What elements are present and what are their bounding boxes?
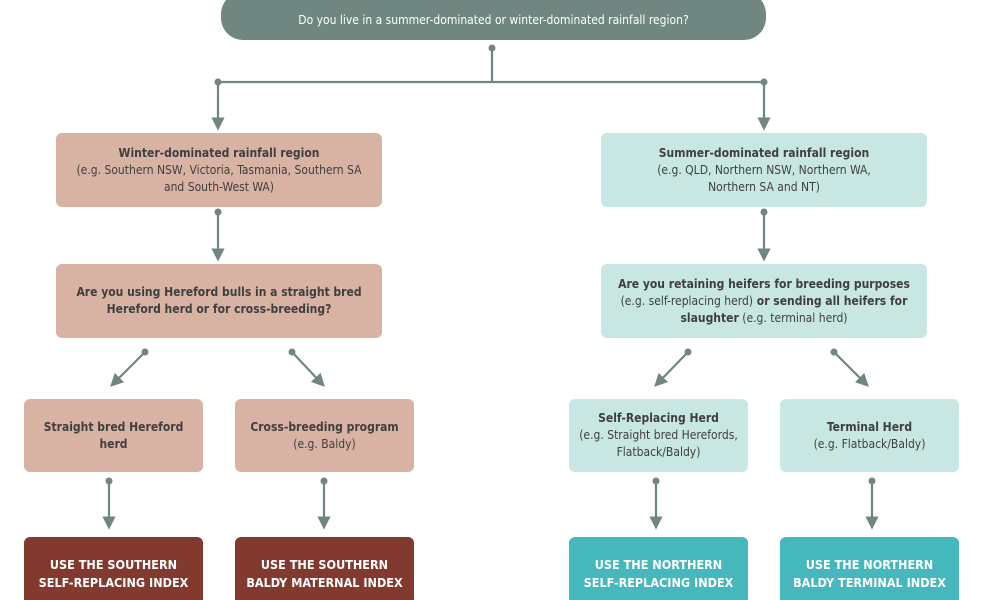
winter-question-box: Are you using Hereford bulls in a straig… bbox=[56, 264, 382, 338]
winter-question-text: Are you using Hereford bulls in a straig… bbox=[76, 285, 362, 299]
connector-dot bbox=[488, 44, 496, 52]
top-question-text: Do you live in a summer-dominated or win… bbox=[298, 12, 689, 27]
summer-question-line: Are you retaining heifers for breeding p… bbox=[618, 276, 910, 291]
connector-to-cross-breeding bbox=[291, 351, 325, 387]
southern-baldy-maternal-result: USE THE SOUTHERN BALDY MATERNAL INDEX bbox=[235, 537, 414, 600]
summer-question-bold: or sending all heifers for bbox=[753, 293, 908, 308]
connector-dot bbox=[760, 78, 768, 86]
connector-dot bbox=[830, 348, 838, 356]
summer-region-title: Summer-dominated rainfall region bbox=[658, 145, 870, 160]
self-replacing-title: Self-Replacing Herd bbox=[598, 411, 719, 425]
result-text: USE THE SOUTHERN bbox=[49, 557, 178, 572]
connector-dot bbox=[214, 78, 222, 86]
summer-region-box: Summer-dominated rainfall region (e.g. Q… bbox=[601, 133, 927, 207]
result-text: USE THE NORTHERN bbox=[594, 557, 723, 572]
connector-dot bbox=[760, 208, 768, 216]
top-question-box: Do you live in a summer-dominated or win… bbox=[221, 0, 766, 40]
southern-self-replacing-result: USE THE SOUTHERN SELF-REPLACING INDEX bbox=[24, 537, 203, 600]
result-text: BALDY MATERNAL INDEX bbox=[246, 575, 403, 590]
result-text: SELF-REPLACING INDEX bbox=[38, 575, 189, 590]
terminal-title: Terminal Herd bbox=[826, 419, 913, 434]
connector-dot bbox=[141, 348, 149, 356]
winter-region-example: and South-West WA) bbox=[163, 179, 275, 194]
summer-question-line: (e.g. self-replacing herd) or sending al… bbox=[621, 293, 908, 310]
connector-dot bbox=[105, 477, 113, 485]
summer-question-example: (e.g. self-replacing herd) bbox=[620, 293, 754, 308]
summer-question-example: (e.g. terminal herd) bbox=[738, 310, 848, 325]
connector-to-straight-bred bbox=[110, 351, 146, 387]
result-text: SELF-REPLACING INDEX bbox=[583, 575, 734, 590]
summer-region-example: (e.g. QLD, Northern NSW, Northern WA, bbox=[657, 162, 871, 177]
result-text: BALDY TERMINAL INDEX bbox=[793, 575, 946, 590]
self-replacing-box: Self-Replacing Herd (e.g. Straight bred … bbox=[569, 399, 748, 472]
straight-bred-box: Straight bred Hereford herd bbox=[24, 399, 203, 472]
cross-breeding-title: Cross-breeding program bbox=[250, 419, 399, 434]
self-replacing-example: Flatback/Baldy) bbox=[616, 445, 701, 459]
result-text: USE THE NORTHERN bbox=[805, 557, 934, 572]
straight-bred-title: Straight bred Hereford herd bbox=[43, 419, 184, 451]
connector-dot bbox=[684, 348, 692, 356]
connector-to-terminal bbox=[833, 351, 869, 387]
connector-dot bbox=[214, 208, 222, 216]
cross-breeding-box: Cross-breeding program (e.g. Baldy) bbox=[235, 399, 414, 472]
cross-breeding-example: (e.g. Baldy) bbox=[293, 436, 356, 451]
connector-dot bbox=[320, 477, 328, 485]
summer-question-bold: slaughter bbox=[680, 310, 739, 325]
summer-region-example: Northern SA and NT) bbox=[708, 179, 820, 194]
winter-region-box: Winter-dominated rainfall region (e.g. S… bbox=[56, 133, 382, 207]
winter-region-example: (e.g. Southern NSW, Victoria, Tasmania, … bbox=[76, 162, 362, 177]
winter-question-text: Hereford herd or for cross-breeding? bbox=[106, 302, 332, 316]
connector-to-self-replacing bbox=[654, 351, 689, 387]
summer-question-box: Are you retaining heifers for breeding p… bbox=[601, 264, 927, 338]
winter-region-title: Winter-dominated rainfall region bbox=[118, 145, 320, 160]
terminal-example: (e.g. Flatback/Baldy) bbox=[813, 436, 926, 451]
summer-question-line: slaughter (e.g. terminal herd) bbox=[680, 310, 847, 327]
northern-baldy-terminal-result: USE THE NORTHERN BALDY TERMINAL INDEX bbox=[780, 537, 959, 600]
terminal-box: Terminal Herd (e.g. Flatback/Baldy) bbox=[780, 399, 959, 472]
northern-self-replacing-result: USE THE NORTHERN SELF-REPLACING INDEX bbox=[569, 537, 748, 600]
connector-dot bbox=[288, 348, 296, 356]
result-text: USE THE SOUTHERN bbox=[260, 557, 389, 572]
connector-dot bbox=[652, 477, 660, 485]
self-replacing-example: (e.g. Straight bred Herefords, bbox=[579, 428, 738, 442]
connector-dot bbox=[868, 477, 876, 485]
